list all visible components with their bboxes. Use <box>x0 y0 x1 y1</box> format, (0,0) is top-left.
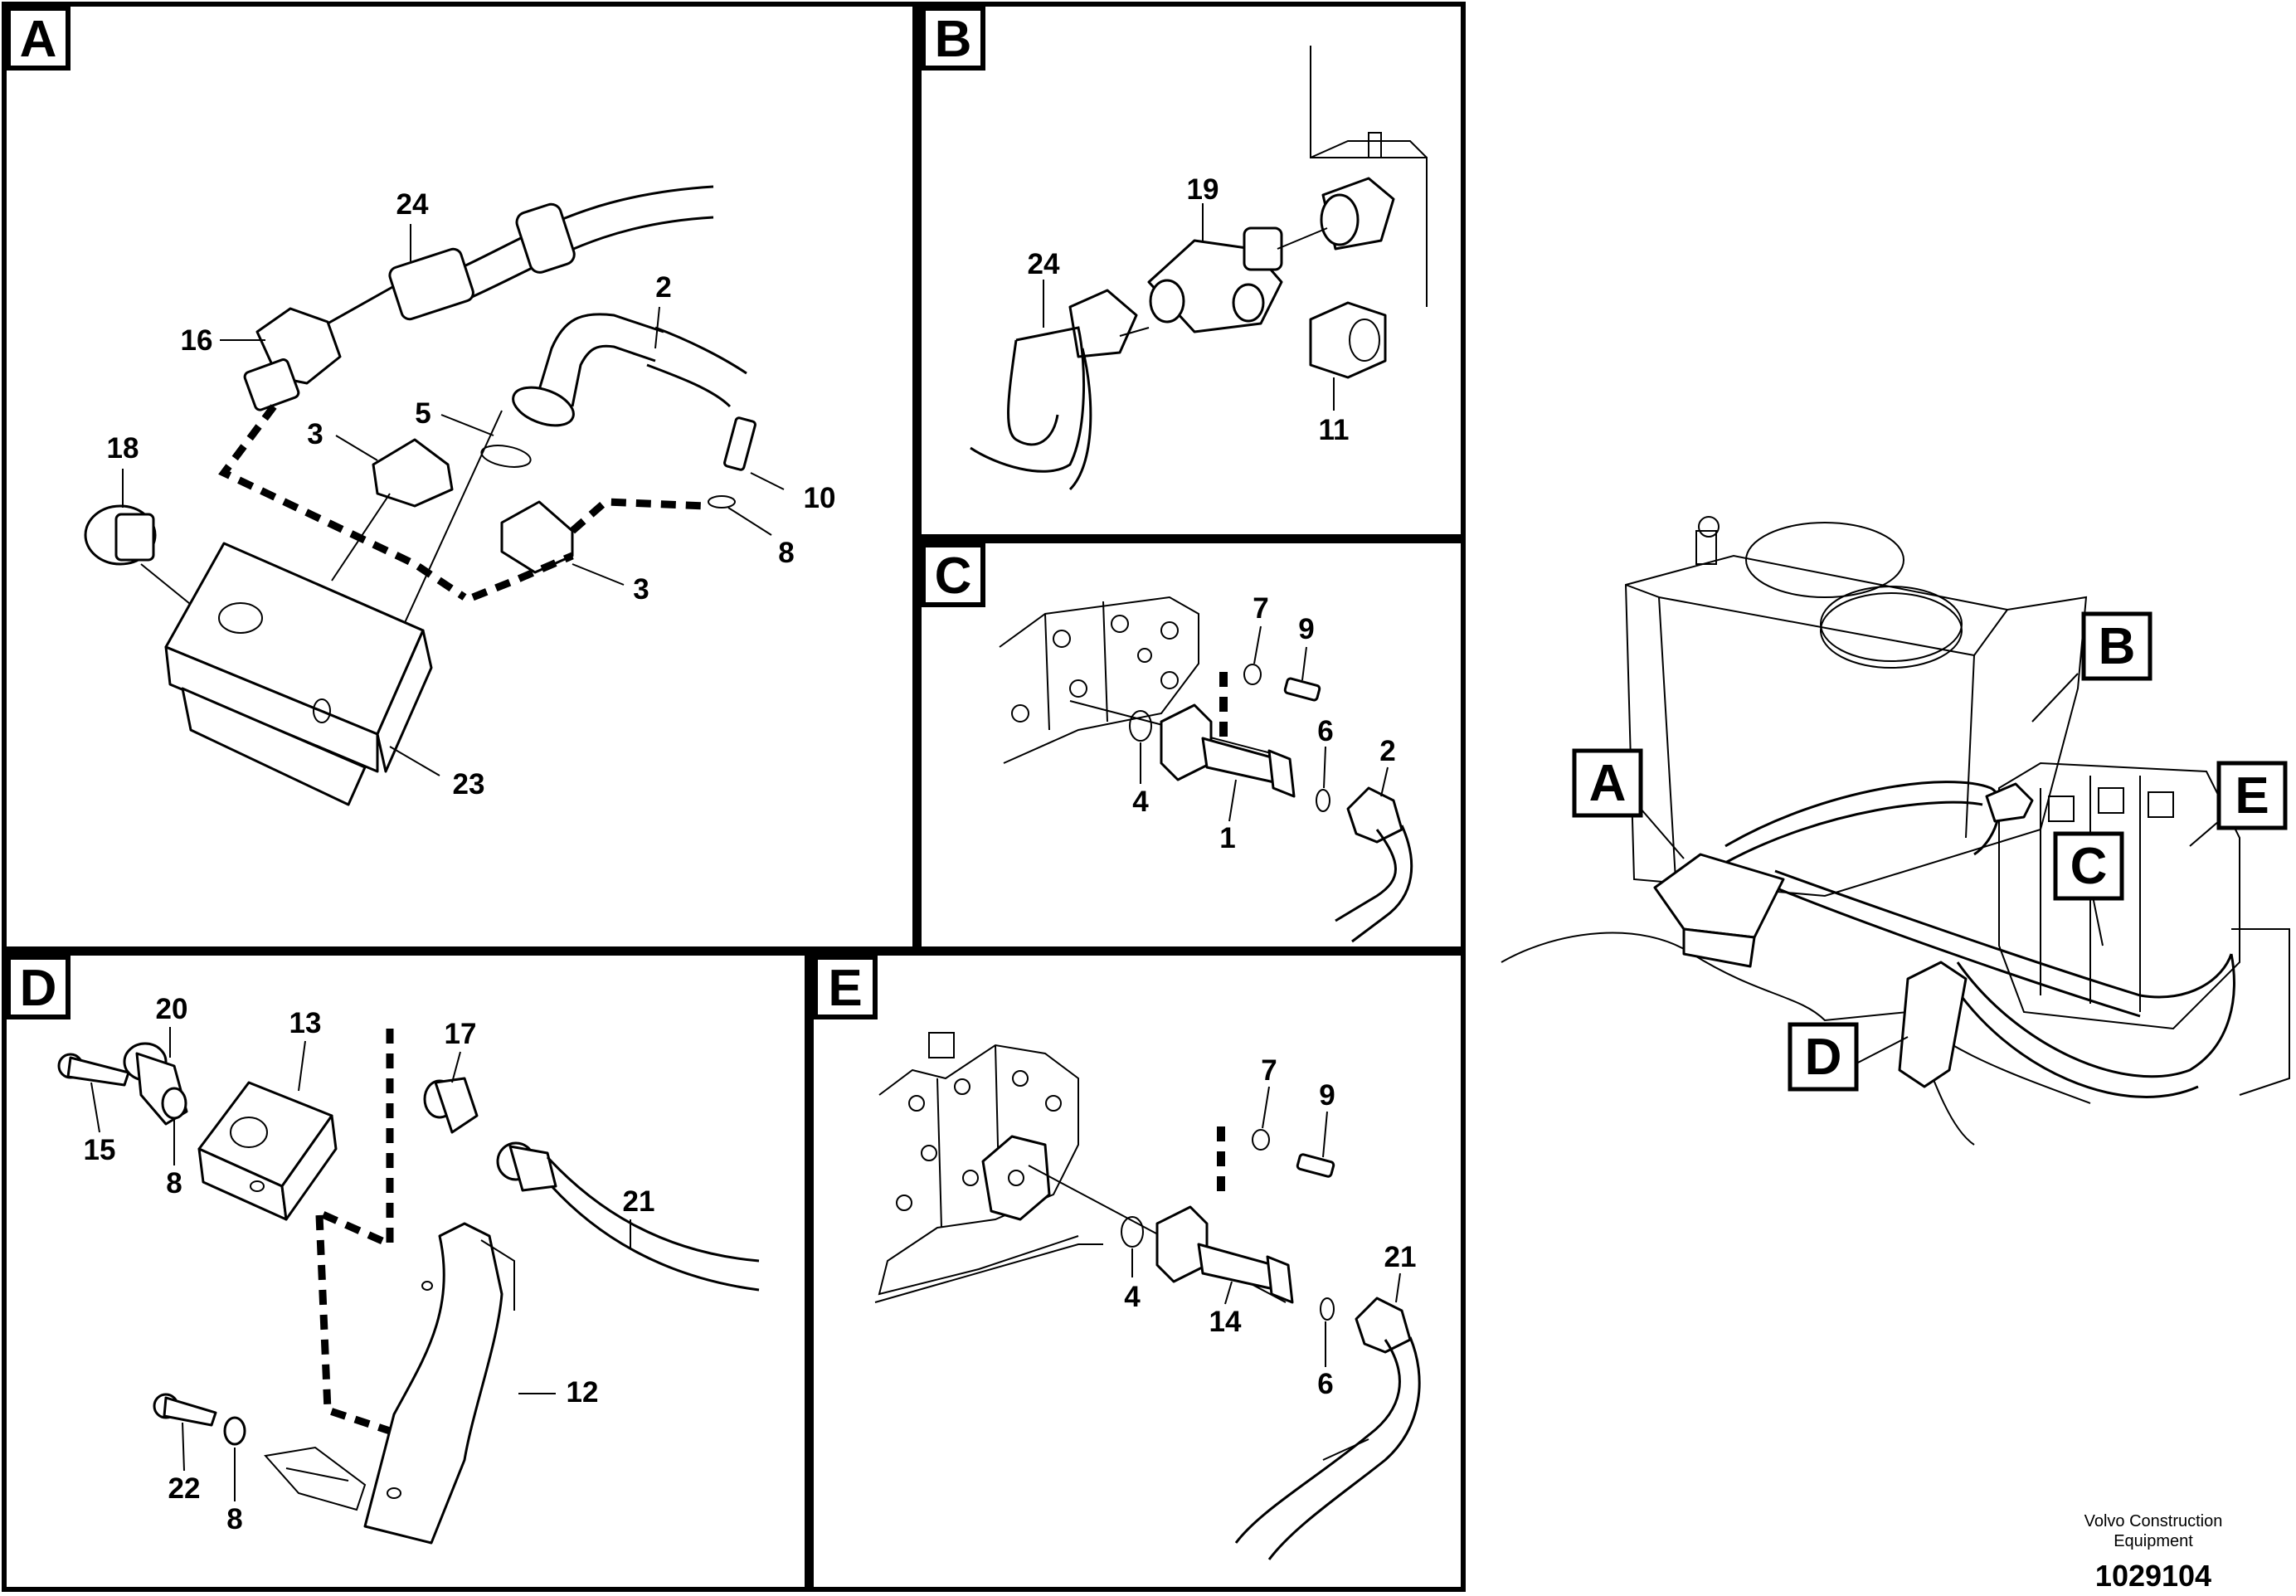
callout-d-21: 21 <box>623 1185 655 1218</box>
panel-a-letter: A <box>20 11 57 68</box>
callout-b-19: 19 <box>1187 173 1219 206</box>
overview-label-c-box <box>2053 831 2124 901</box>
panel-d: D <box>2 951 810 1592</box>
callout-e-21: 21 <box>1384 1241 1417 1273</box>
overview-label-a: A <box>1589 755 1627 812</box>
panel-e: E 7 <box>809 951 1466 1592</box>
panel-b-letter-box <box>921 6 985 71</box>
callout-a-3-bottom: 3 <box>633 573 649 606</box>
callout-d-17: 17 <box>445 1018 477 1050</box>
callout-a-10: 10 <box>804 482 836 514</box>
callout-d-13: 13 <box>289 1007 322 1039</box>
overview-label-b: B <box>2099 618 2136 675</box>
callout-d-8-bottom: 8 <box>226 1503 242 1535</box>
callout-e-9: 9 <box>1319 1079 1335 1112</box>
callout-c-7: 7 <box>1253 592 1268 625</box>
panel-c-letter: C <box>935 547 972 605</box>
panel-d-letter: D <box>20 960 57 1017</box>
panel-e-letter: E <box>828 960 862 1017</box>
panel-d-letter-box <box>6 955 71 1019</box>
callout-a-5: 5 <box>415 397 430 430</box>
callout-e-4: 4 <box>1124 1281 1141 1313</box>
callout-d-12: 12 <box>567 1376 599 1409</box>
callout-e-6: 6 <box>1317 1368 1333 1400</box>
panel-c: C 7 9 6 2 4 <box>917 538 1466 951</box>
document-number: 1029104 <box>2095 1559 2211 1593</box>
callout-a-23: 23 <box>453 768 485 800</box>
callout-b-11: 11 <box>1319 414 1350 446</box>
overview-label-d: D <box>1805 1029 1842 1086</box>
callout-c-2: 2 <box>1379 735 1395 767</box>
panel-c-letter-box <box>921 543 985 607</box>
overview-label-e-box <box>2216 761 2288 830</box>
overview-label-d-box <box>1788 1022 1859 1092</box>
callout-d-20: 20 <box>156 993 188 1025</box>
callout-a-24: 24 <box>396 188 429 221</box>
panel-a-letter-box <box>6 6 71 71</box>
panel-b: B 19 24 11 <box>917 2 1466 539</box>
callout-a-8: 8 <box>778 537 794 569</box>
callout-c-9: 9 <box>1298 613 1314 645</box>
callout-c-1: 1 <box>1219 822 1235 854</box>
callout-e-14: 14 <box>1209 1306 1242 1338</box>
panel-b-letter: B <box>935 11 972 68</box>
callout-c-4: 4 <box>1132 786 1149 818</box>
callout-e-7: 7 <box>1261 1054 1277 1087</box>
callout-d-15: 15 <box>84 1134 116 1166</box>
callout-c-6: 6 <box>1317 715 1333 747</box>
callout-a-16: 16 <box>181 324 213 357</box>
footer: Volvo Construction Equipment 1029104 <box>2084 1512 2223 1593</box>
callout-d-22: 22 <box>168 1472 201 1505</box>
panel-a: A <box>2 2 917 951</box>
overview-label-a-box <box>1572 748 1643 818</box>
callout-b-24: 24 <box>1028 248 1060 280</box>
overview-label-e: E <box>2235 767 2269 825</box>
credit-line-2: Equipment <box>2114 1532 2193 1550</box>
callout-a-2: 2 <box>655 271 671 304</box>
overview-label-c: C <box>2070 838 2108 895</box>
credit-line-1: Volvo Construction <box>2084 1512 2223 1530</box>
overview-drawing: B A E C D <box>1501 516 2290 1146</box>
panel-e-letter-box <box>813 955 878 1019</box>
callout-d-8-top: 8 <box>166 1167 182 1199</box>
callout-a-18: 18 <box>107 432 139 465</box>
callout-a-3-top: 3 <box>307 418 323 450</box>
overview-label-b-box <box>2081 611 2152 681</box>
